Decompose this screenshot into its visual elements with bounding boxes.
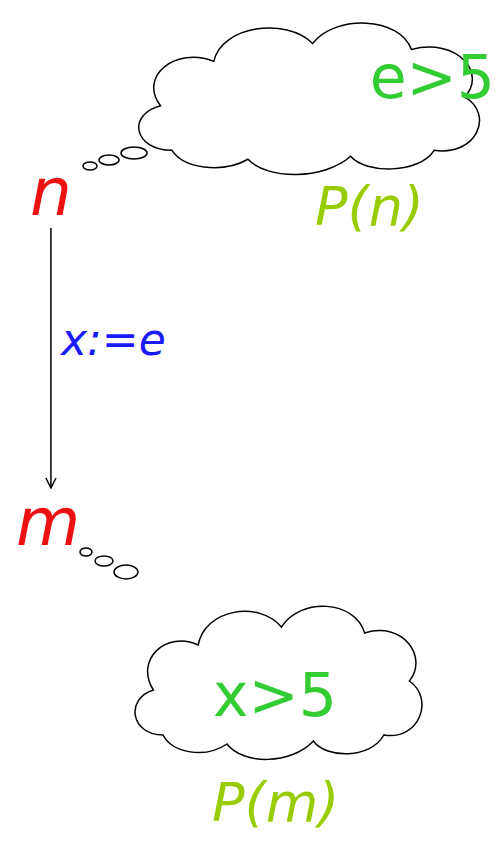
node-name: n [30, 160, 72, 226]
predicate-label: P(n) [315, 180, 424, 234]
cloud-shape [135, 606, 422, 759]
predicate-label: P(m) [212, 776, 339, 830]
thought-cloud: e>5 [115, 2, 495, 180]
thought-bubble [80, 548, 92, 556]
condition-text: e>5 [370, 47, 495, 107]
assignment-label: x:=e [61, 318, 166, 362]
thought-bubble [121, 147, 147, 159]
thought-bubble [99, 155, 119, 165]
state-node: m [12, 490, 84, 556]
thought-bubble [95, 556, 113, 566]
node-name: m [16, 490, 80, 556]
thought-bubble [114, 565, 138, 579]
state-node: n [26, 160, 76, 226]
thought-cloud: x>5 [115, 585, 435, 765]
condition-text: x>5 [213, 665, 337, 725]
thought-bubble [83, 162, 97, 170]
transition-arrow [50, 228, 52, 488]
